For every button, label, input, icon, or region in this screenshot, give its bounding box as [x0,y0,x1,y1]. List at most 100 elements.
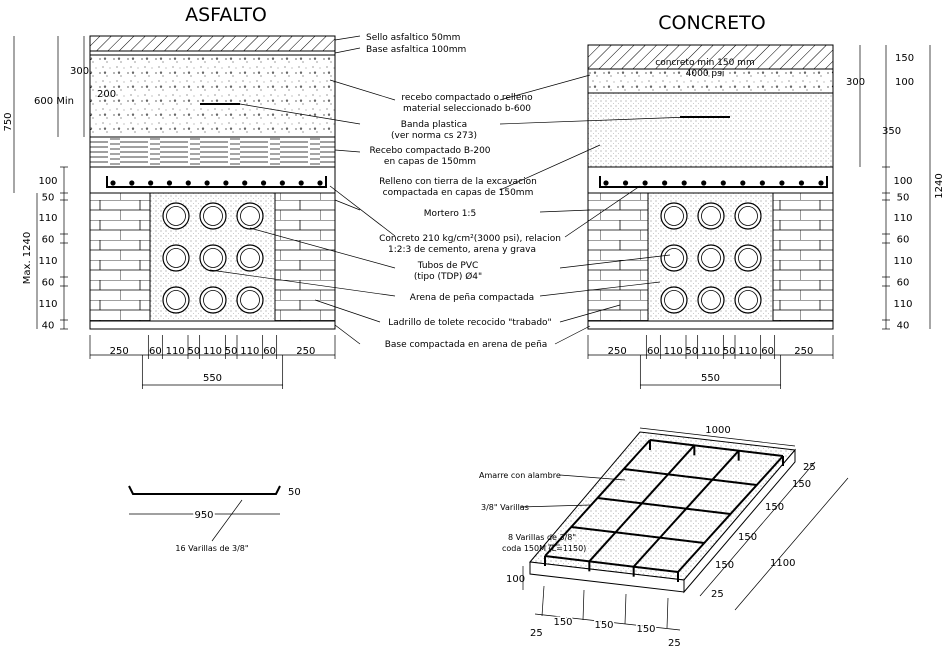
mat-rebar [571,526,705,544]
rebar-dot [720,180,726,186]
bottom-dim-label: 250 [110,346,129,357]
concrete-brick-right [772,192,834,322]
pvc-pipe-inner [664,206,684,226]
rebar-dot [279,180,285,186]
rebar-dot [759,180,765,186]
asphalt-rebar-mat [106,176,327,188]
rebar-dot [740,180,746,186]
bottom-dim-label: 60 [647,346,660,357]
rebar-dot [701,180,707,186]
asphalt-brick-left [89,192,151,322]
stack-label: 60 [897,235,910,246]
mat-rebar [677,455,784,573]
rebar-bar [128,485,281,495]
bottom-dim-label: 50 [723,346,736,357]
dim-150-top: 150 [895,53,914,64]
mat-front-150-2: 150 [594,620,613,631]
stack-label: 60 [42,278,55,289]
concrete-base [587,320,834,330]
concrete-psi-label: 4000 psi [686,69,725,79]
rebar-dot [166,180,173,186]
pvc-pipe-inner [664,248,684,268]
mat-detail: 1000 Amarre con alambre 3/8" Varillas 8 … [479,425,849,649]
concrete-fill-layer [587,92,834,168]
mat-right-150-3: 150 [738,532,757,543]
bottom-dim-label: 110 [166,346,185,357]
stack-label: 50 [42,193,55,204]
pvc-pipe-inner [701,290,721,310]
bottom-dim-label: 50 [685,346,698,357]
pvc-pipe-inner [240,290,260,310]
pvc-pipe-inner [166,206,186,226]
bottom-total-label: 550 [203,373,222,384]
dim-1240-right: 1240 [934,173,945,198]
stack-label: 100 [38,176,57,187]
mat-rebar [544,439,651,557]
rebar-dot [223,180,229,186]
mat-rebar [649,439,784,457]
bottom-dim-label: 110 [701,346,720,357]
mat-dim-1000-line [639,427,796,447]
dim-300: 300 [70,66,89,77]
rebar-caption: 16 Varillas de 3/8" [175,544,248,553]
rebar-dot [260,180,267,186]
rebar-dot [622,180,629,186]
concrete-section: CONCRETO 150 100 300 350 1240 concreto m… [587,12,945,332]
pvc-pipe-inner [166,290,186,310]
dim-100-top: 100 [895,77,914,88]
label-base-compactada: Base compactada en arena de peña [385,340,548,350]
mat-d1100: 1100 [770,558,795,569]
bottom-dim-label: 110 [738,346,757,357]
concrete-brick-left [587,192,649,322]
stack-label: 110 [38,256,57,267]
bottom-dim-label: 50 [225,346,238,357]
pvc-pipe-inner [664,290,684,310]
label-b200-2: en capas de 150mm [384,157,476,167]
mat-amarre: Amarre con alambre [479,471,561,480]
rebar-dot [779,180,785,186]
dim-750: 750 [3,112,14,131]
asphalt-b200-layer [89,136,336,168]
label-arena: Arena de peña compactada [410,293,534,303]
label-mortero: Mortero 1:5 [424,209,476,219]
asphalt-recebo-layer [89,54,336,138]
label-recebo-1: recebo compactado o relleno [401,93,533,103]
concrete-min-label: concreto min 150 mm [655,58,754,68]
mat-amarre-leader [559,474,626,481]
mat-d25-bottom: 25 [668,638,681,649]
rebar-dot [798,180,805,186]
mat-front-ticks [534,585,681,631]
mat-rebar [544,555,679,573]
label-tubos-1: Tubos de PVC [417,261,479,271]
label-tubos-2: (tipo (TDP) Ø4" [414,271,482,282]
rebar-detail: 950 50 16 Varillas de 3/8" [128,485,301,553]
asphalt-title: ASFALTO [185,4,267,26]
label-concreto-1: Concreto 210 kg/cm²(3000 psi), relacion [379,234,561,244]
concrete-lower-layer [587,166,834,194]
rebar-dot [662,180,668,186]
concrete-pvc-pipes [660,202,762,314]
mat-d100: 100 [506,574,525,585]
rebar-dot [110,180,116,186]
pvc-pipe-inner [738,206,758,226]
stack-label: 40 [897,321,910,332]
rebar-width: 950 [194,510,213,521]
bottom-dim-label: 250 [296,346,315,357]
label-banda-1: Banda plastica [401,120,467,130]
label-concreto-2: 1:2:3 de cemento, arena y grava [388,245,536,255]
stack-label: 110 [38,213,57,224]
concrete-title: CONCRETO [658,12,765,34]
bottom-dim-label: 250 [794,346,813,357]
asphalt-seal-layer [89,35,336,52]
pvc-pipe-inner [240,248,260,268]
rebar-dot [603,180,609,186]
bottom-dim-label: 50 [187,346,200,357]
stack-label: 110 [38,299,57,310]
mat-eight-2: coda 150M (L=1150) [502,544,586,553]
label-banda-2: (ver norma cs 273) [391,131,477,141]
label-sello: Sello asfaltico 50mm [366,33,460,43]
